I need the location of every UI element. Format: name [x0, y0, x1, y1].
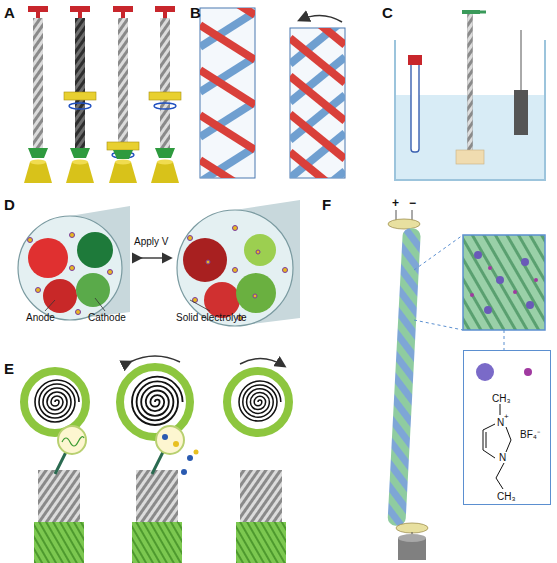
panel-letter: C	[382, 4, 393, 21]
panel-letter: F	[322, 196, 331, 213]
panel-c-cell	[395, 10, 545, 180]
panel-b-helices	[200, 0, 345, 216]
part-label: Anode	[26, 312, 55, 324]
part-label: Solid electrolyte	[176, 312, 247, 324]
terminal-sign: +	[392, 197, 399, 209]
terminal-sign: −	[409, 197, 416, 209]
part-label: Cathode	[88, 312, 126, 324]
anion-label: BF₄⁻	[520, 429, 540, 441]
panel-f-yarn	[387, 210, 545, 560]
charge-label: +	[504, 411, 509, 423]
atom-label: N	[497, 417, 504, 429]
atom-label: N	[499, 452, 506, 464]
panel-letter: E	[4, 360, 14, 377]
panel-d-cross-sections	[18, 200, 300, 326]
panel-letter: B	[190, 4, 201, 21]
panel-letter: A	[4, 4, 15, 21]
voltage-label: Apply V	[134, 236, 168, 248]
panel-e-spirals	[24, 356, 289, 563]
panel-a-yarns	[24, 6, 181, 183]
group-label: CH₃	[492, 393, 511, 405]
panel-letter: D	[4, 196, 15, 213]
group-label: CH₃	[497, 491, 516, 503]
chemical-inset-box: N+NCH₃CH₃BF₄⁻	[463, 350, 551, 505]
